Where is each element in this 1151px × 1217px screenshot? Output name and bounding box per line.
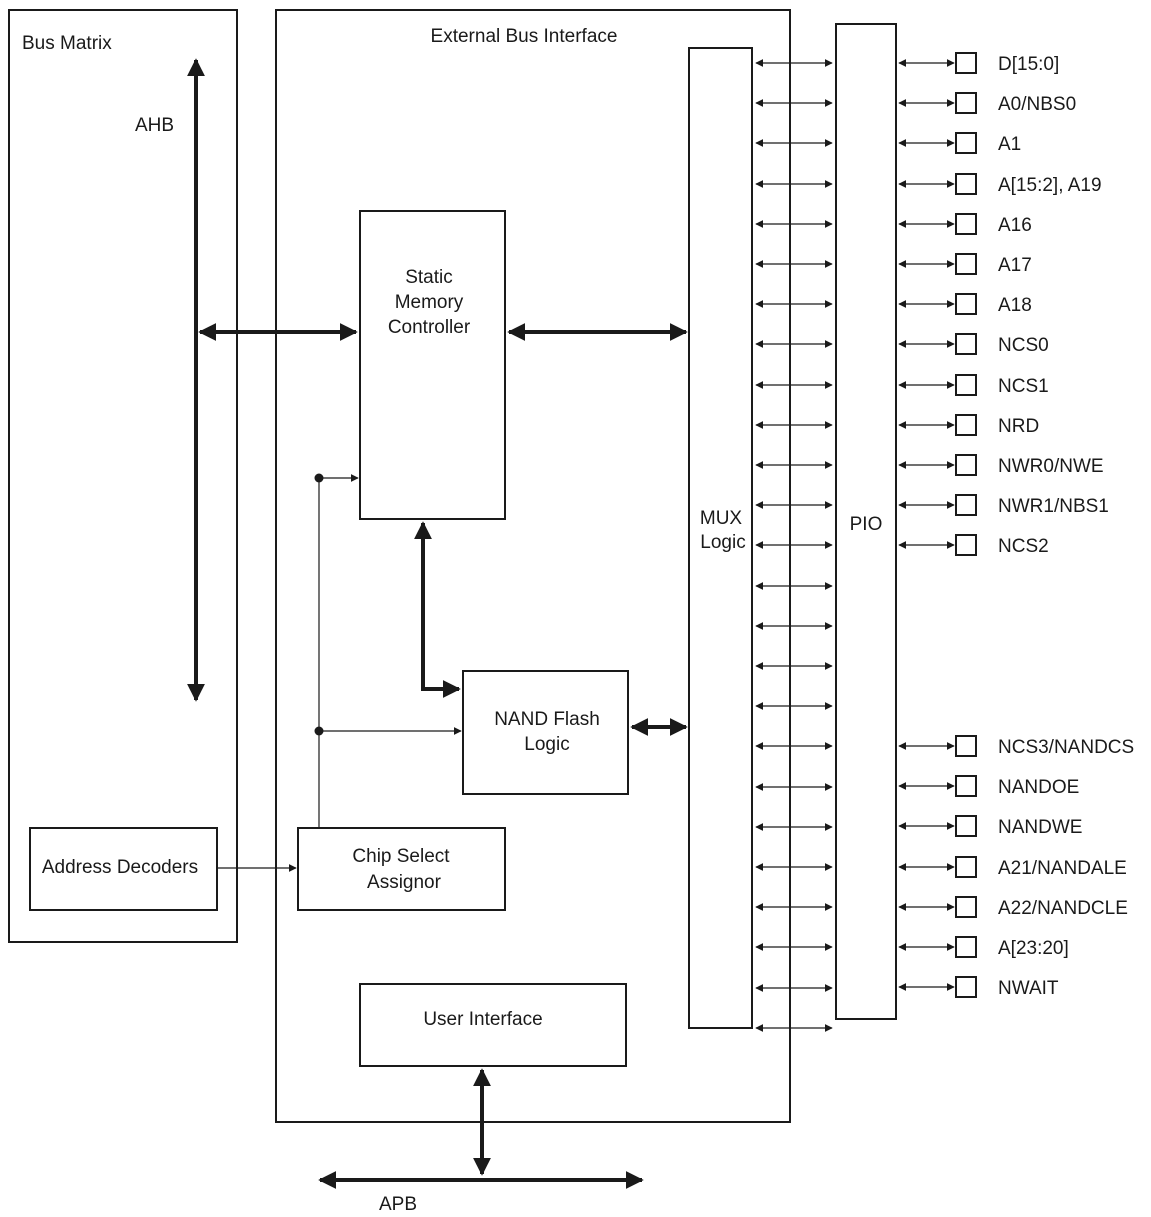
pin-pad	[955, 534, 977, 556]
smc-label-line1: Static	[405, 267, 453, 288]
ahb-label: AHB	[135, 115, 174, 136]
csa-label-line2: Assignor	[367, 872, 442, 893]
pin-label: A[15:2], A19	[998, 175, 1102, 196]
pin-label: A16	[998, 215, 1032, 236]
bus-matrix-box	[8, 9, 238, 943]
smc-label-line3: Controller	[388, 317, 471, 338]
pin-label: A[23:20]	[998, 938, 1069, 959]
pin-label: NWR1/NBS1	[998, 496, 1109, 517]
apb-label: APB	[379, 1194, 417, 1215]
mux-label-line2: Logic	[700, 532, 745, 553]
bus-matrix-label: Bus Matrix	[22, 33, 112, 54]
pin-label: D[15:0]	[998, 54, 1059, 75]
csa-label-line1: Chip Select	[352, 846, 450, 867]
pin-label: A18	[998, 295, 1032, 316]
pin-pad	[955, 253, 977, 275]
smc-label-line2: Memory	[395, 292, 464, 313]
pin-pad	[955, 735, 977, 757]
pin-pad	[955, 815, 977, 837]
pin-label: NWR0/NWE	[998, 456, 1104, 477]
pin-label: A0/NBS0	[998, 94, 1076, 115]
mux-logic-box	[688, 47, 753, 1029]
pin-pad	[955, 333, 977, 355]
pin-label: NCS3/NANDCS	[998, 737, 1134, 758]
smc-nand-arrow	[414, 521, 461, 698]
pin-label: A17	[998, 255, 1032, 276]
user-interface-label: User Interface	[423, 1009, 542, 1030]
pin-pad	[955, 52, 977, 74]
chip-select-assignor-box	[297, 827, 506, 911]
pin-pad	[955, 132, 977, 154]
pin-pad	[955, 173, 977, 195]
pin-label: NANDWE	[998, 817, 1082, 838]
smc-box	[359, 210, 506, 520]
pin-pad	[955, 414, 977, 436]
pin-label: NRD	[998, 416, 1039, 437]
pin-pad	[955, 293, 977, 315]
user-interface-box	[359, 983, 627, 1067]
pin-label: NCS2	[998, 536, 1049, 557]
pin-pad	[955, 213, 977, 235]
pin-label: NANDOE	[998, 777, 1079, 798]
mux-pio-connectors	[755, 59, 833, 1032]
ebi-label: External Bus Interface	[431, 26, 618, 47]
ebi-box	[275, 9, 791, 1123]
pin-label: NCS1	[998, 376, 1049, 397]
pio-box	[835, 23, 897, 1020]
pin-pad	[955, 92, 977, 114]
address-decoders-box	[29, 827, 218, 911]
pin-pad	[955, 936, 977, 958]
address-decoders-label: Address Decoders	[42, 857, 198, 878]
pin-label: A22/NANDCLE	[998, 898, 1128, 919]
pin-pad	[955, 494, 977, 516]
nand-label-line1: NAND Flash	[494, 709, 600, 730]
pin-label: A1	[998, 134, 1021, 155]
pin-pad	[955, 896, 977, 918]
pin-pad	[955, 454, 977, 476]
pin-pad	[955, 374, 977, 396]
pin-label: NCS0	[998, 335, 1049, 356]
pin-label: NWAIT	[998, 978, 1059, 999]
mux-label-line1: MUX	[700, 508, 743, 529]
nand-flash-logic-box	[462, 670, 629, 795]
pins-bottom-group: NCS3/NANDCS NANDOE NANDWE A21/NANDALE A22/NA…	[898, 735, 1134, 999]
nand-label-line2: Logic	[524, 734, 569, 755]
pin-pad	[955, 976, 977, 998]
pio-label: PIO	[850, 514, 883, 535]
pin-pad	[955, 775, 977, 797]
pin-label: A21/NANDALE	[998, 858, 1127, 879]
pin-pad	[955, 856, 977, 878]
